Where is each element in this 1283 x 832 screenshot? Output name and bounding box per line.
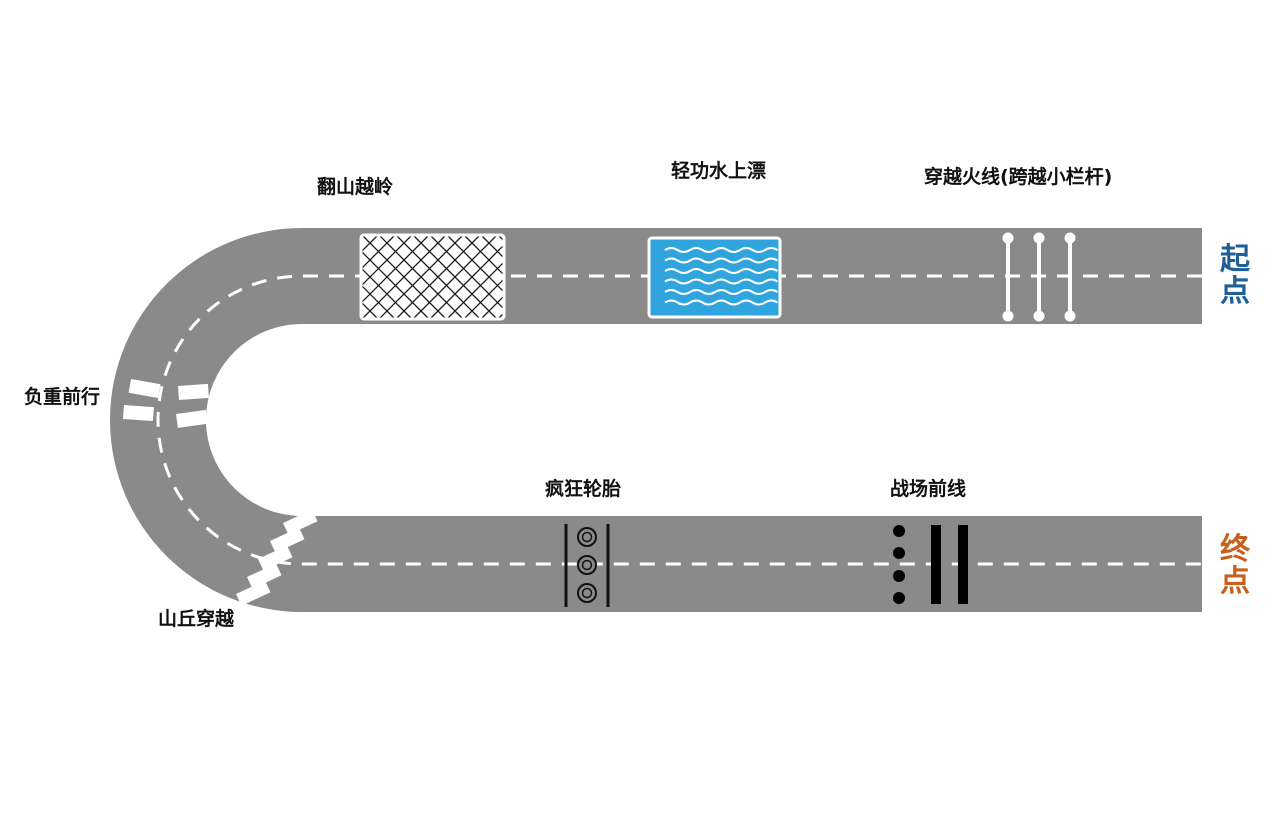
wave-line	[664, 299, 779, 306]
wave-line	[664, 247, 779, 253]
tires-label: 疯狂轮胎	[545, 478, 622, 500]
water-pool-obstacle	[647, 236, 782, 319]
net-line	[463, 235, 504, 319]
net-line	[361, 235, 379, 319]
net-line	[378, 235, 464, 319]
center-dashed-line	[156, 274, 1202, 566]
end-label: 终点	[1220, 532, 1250, 599]
net-line	[361, 235, 447, 319]
frontline-obstacle	[893, 525, 968, 604]
net-line	[429, 235, 504, 319]
net-line	[446, 235, 504, 319]
wave-line	[664, 257, 779, 264]
tire-icon	[577, 583, 597, 603]
wave-line	[664, 278, 779, 285]
wave-line	[664, 268, 779, 274]
load-blocks-obstacle	[123, 379, 209, 428]
net-line	[361, 235, 396, 319]
net-line	[480, 235, 504, 319]
road	[110, 228, 1202, 612]
start-label: 起点	[1220, 242, 1250, 309]
mountain-label: 翻山越岭	[317, 176, 394, 198]
tire-icon	[577, 555, 597, 575]
load-label: 负重前行	[24, 386, 101, 408]
wave-line	[664, 289, 779, 295]
net-line	[361, 235, 379, 319]
net-line	[395, 235, 481, 319]
net-line	[463, 235, 504, 319]
net-line	[361, 235, 413, 319]
hill-blocks-obstacle	[236, 509, 318, 606]
hill-label: 山丘穿越	[158, 608, 235, 630]
tire-icon	[577, 527, 597, 547]
net-line	[361, 235, 396, 319]
tires-obstacle	[564, 524, 610, 607]
net-line	[480, 235, 504, 319]
frontline-label: 战场前线	[890, 478, 967, 500]
net-line	[361, 235, 430, 319]
mountain-net-obstacle	[359, 233, 506, 321]
hurdles-obstacle	[1002, 232, 1076, 322]
water-label: 轻功水上漂	[671, 160, 767, 182]
hurdles-label: 穿越火线(跨越小栏杆)	[924, 166, 1113, 188]
net-line	[412, 235, 498, 319]
